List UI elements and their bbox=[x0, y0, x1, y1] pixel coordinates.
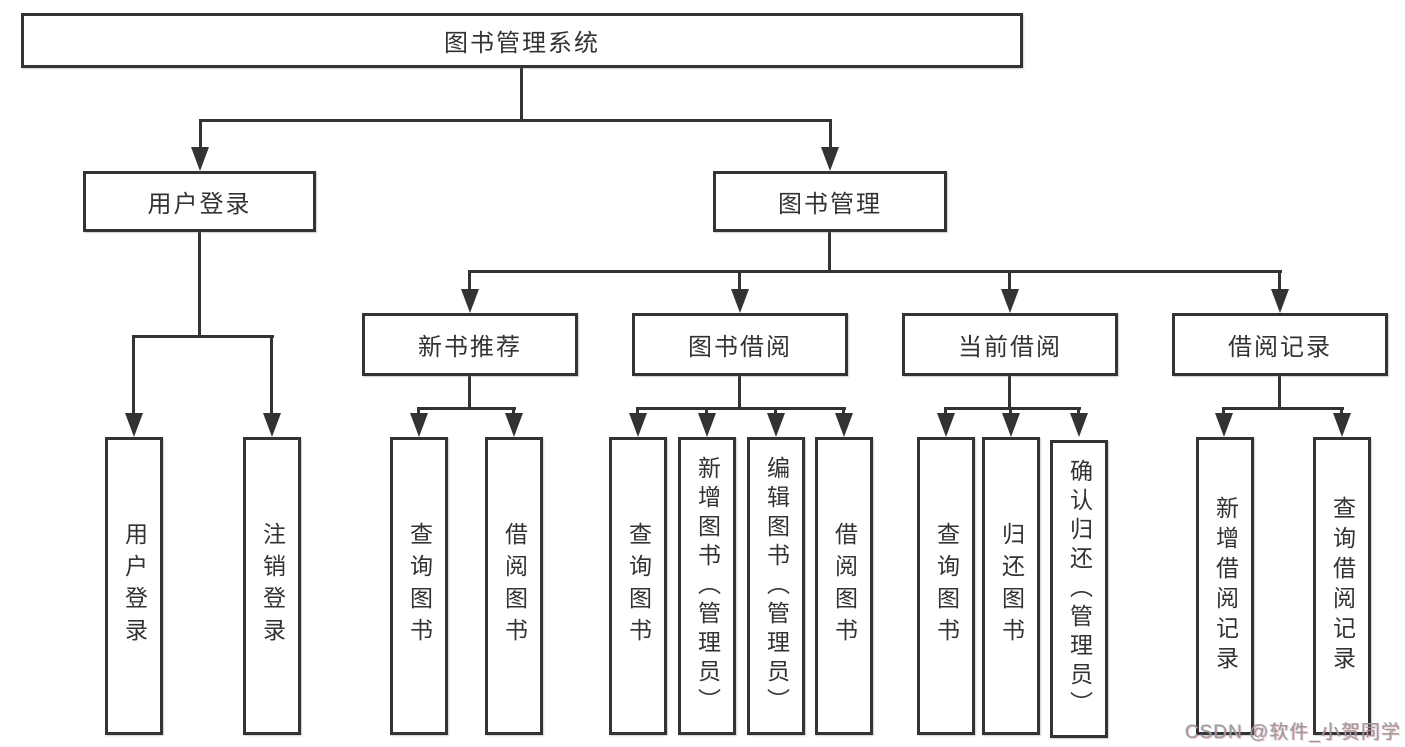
arrow-down-icon bbox=[937, 413, 955, 437]
leaf-add-borrow-record: 新增借阅记录 bbox=[1196, 437, 1254, 735]
leaf-label: 新增借阅记录 bbox=[1212, 496, 1239, 676]
connector-line bbox=[842, 407, 845, 417]
leaf-borrow-books-2: 借阅图书 bbox=[815, 437, 873, 735]
node-label: 图书借阅 bbox=[688, 334, 792, 361]
leaf-label: 查询图书 bbox=[625, 522, 652, 650]
connector-line bbox=[468, 270, 1282, 273]
connector-line bbox=[468, 376, 471, 407]
connector-line bbox=[1008, 270, 1011, 292]
leaf-label: 借阅图书 bbox=[831, 522, 858, 650]
leaf-label: 确认归还（管理员） bbox=[1066, 458, 1093, 720]
arrow-down-icon bbox=[629, 413, 647, 437]
node-library-system: 图书管理系统 bbox=[21, 13, 1023, 68]
connector-line bbox=[417, 407, 420, 417]
connector-line bbox=[1222, 407, 1225, 417]
arrow-down-icon bbox=[505, 413, 523, 437]
node-borrowing-records: 借阅记录 bbox=[1172, 313, 1388, 376]
leaf-label: 借阅图书 bbox=[501, 522, 528, 650]
node-current-borrowing: 当前借阅 bbox=[902, 313, 1118, 376]
leaf-label: 查询借阅记录 bbox=[1329, 496, 1356, 676]
connector-line bbox=[738, 376, 741, 407]
connector-line bbox=[132, 335, 274, 338]
node-user-login: 用户登录 bbox=[83, 171, 316, 232]
connector-line bbox=[1009, 407, 1012, 417]
connector-line bbox=[774, 407, 777, 417]
arrow-down-icon bbox=[698, 413, 716, 437]
connector-line bbox=[738, 270, 741, 292]
connector-line bbox=[636, 407, 639, 417]
leaf-add-book-admin: 新增图书（管理员） bbox=[678, 437, 736, 735]
leaf-logout: 注销登录 bbox=[243, 437, 301, 735]
arrow-down-icon bbox=[410, 413, 428, 437]
arrow-down-icon bbox=[767, 413, 785, 437]
connector-line bbox=[1222, 407, 1344, 410]
node-label: 借阅记录 bbox=[1228, 334, 1332, 361]
node-label: 用户登录 bbox=[147, 191, 252, 218]
node-label: 图书管理系统 bbox=[444, 30, 600, 57]
arrow-down-icon bbox=[125, 413, 143, 437]
arrow-down-icon bbox=[1271, 289, 1289, 313]
node-label: 当前借阅 bbox=[958, 334, 1062, 361]
node-new-book-recommendation: 新书推荐 bbox=[362, 313, 578, 376]
connector-line bbox=[828, 232, 831, 270]
node-book-management: 图书管理 bbox=[713, 171, 947, 232]
arrow-down-icon bbox=[1002, 413, 1020, 437]
leaf-label: 注销登录 bbox=[259, 522, 286, 650]
connector-line bbox=[270, 335, 273, 415]
arrow-down-icon bbox=[821, 147, 839, 171]
connector-line bbox=[512, 407, 515, 417]
connector-line bbox=[132, 335, 135, 415]
leaf-borrow-books-1: 借阅图书 bbox=[485, 437, 543, 735]
watermark: CSDN @软件_小贺同学 bbox=[1185, 722, 1401, 743]
connector-line bbox=[829, 119, 832, 150]
arrow-down-icon bbox=[1333, 413, 1351, 437]
leaf-label: 新增图书（管理员） bbox=[694, 455, 721, 717]
connector-line bbox=[944, 407, 947, 417]
connector-line bbox=[199, 119, 202, 150]
connector-line bbox=[636, 407, 846, 410]
leaf-confirm-return-admin: 确认归还（管理员） bbox=[1050, 440, 1108, 738]
connector-line bbox=[1077, 407, 1080, 417]
arrow-down-icon bbox=[263, 413, 281, 437]
arrow-down-icon bbox=[731, 289, 749, 313]
connector-line bbox=[198, 232, 201, 335]
leaf-query-books-1: 查询图书 bbox=[390, 437, 448, 735]
connector-line bbox=[468, 270, 471, 292]
node-label: 图书管理 bbox=[778, 191, 882, 218]
node-label: 新书推荐 bbox=[418, 334, 522, 361]
connector-line bbox=[417, 407, 516, 410]
connector-line bbox=[1340, 407, 1343, 417]
connector-line bbox=[705, 407, 708, 417]
arrow-down-icon bbox=[835, 413, 853, 437]
leaf-label: 编辑图书（管理员） bbox=[763, 455, 790, 717]
arrow-down-icon bbox=[1070, 413, 1088, 437]
connector-line bbox=[199, 119, 832, 122]
leaf-user-login: 用户登录 bbox=[105, 437, 163, 735]
arrow-down-icon bbox=[191, 147, 209, 171]
leaf-query-books-3: 查询图书 bbox=[917, 437, 975, 735]
leaf-label: 查询图书 bbox=[933, 522, 960, 650]
leaf-label: 查询图书 bbox=[406, 522, 433, 650]
leaf-return-book: 归还图书 bbox=[982, 437, 1040, 735]
connector-line bbox=[520, 68, 523, 119]
node-book-borrowing: 图书借阅 bbox=[632, 313, 848, 376]
leaf-edit-book-admin: 编辑图书（管理员） bbox=[747, 437, 805, 735]
arrow-down-icon bbox=[1001, 289, 1019, 313]
leaf-label: 用户登录 bbox=[121, 522, 148, 650]
connector-line bbox=[1278, 376, 1281, 407]
leaf-query-borrow-record: 查询借阅记录 bbox=[1313, 437, 1371, 735]
arrow-down-icon bbox=[1215, 413, 1233, 437]
connector-line bbox=[1278, 270, 1281, 292]
connector-line bbox=[1008, 376, 1011, 407]
connector-line bbox=[944, 407, 1081, 410]
arrow-down-icon bbox=[461, 289, 479, 313]
leaf-query-books-2: 查询图书 bbox=[609, 437, 667, 735]
leaf-label: 归还图书 bbox=[998, 522, 1025, 650]
